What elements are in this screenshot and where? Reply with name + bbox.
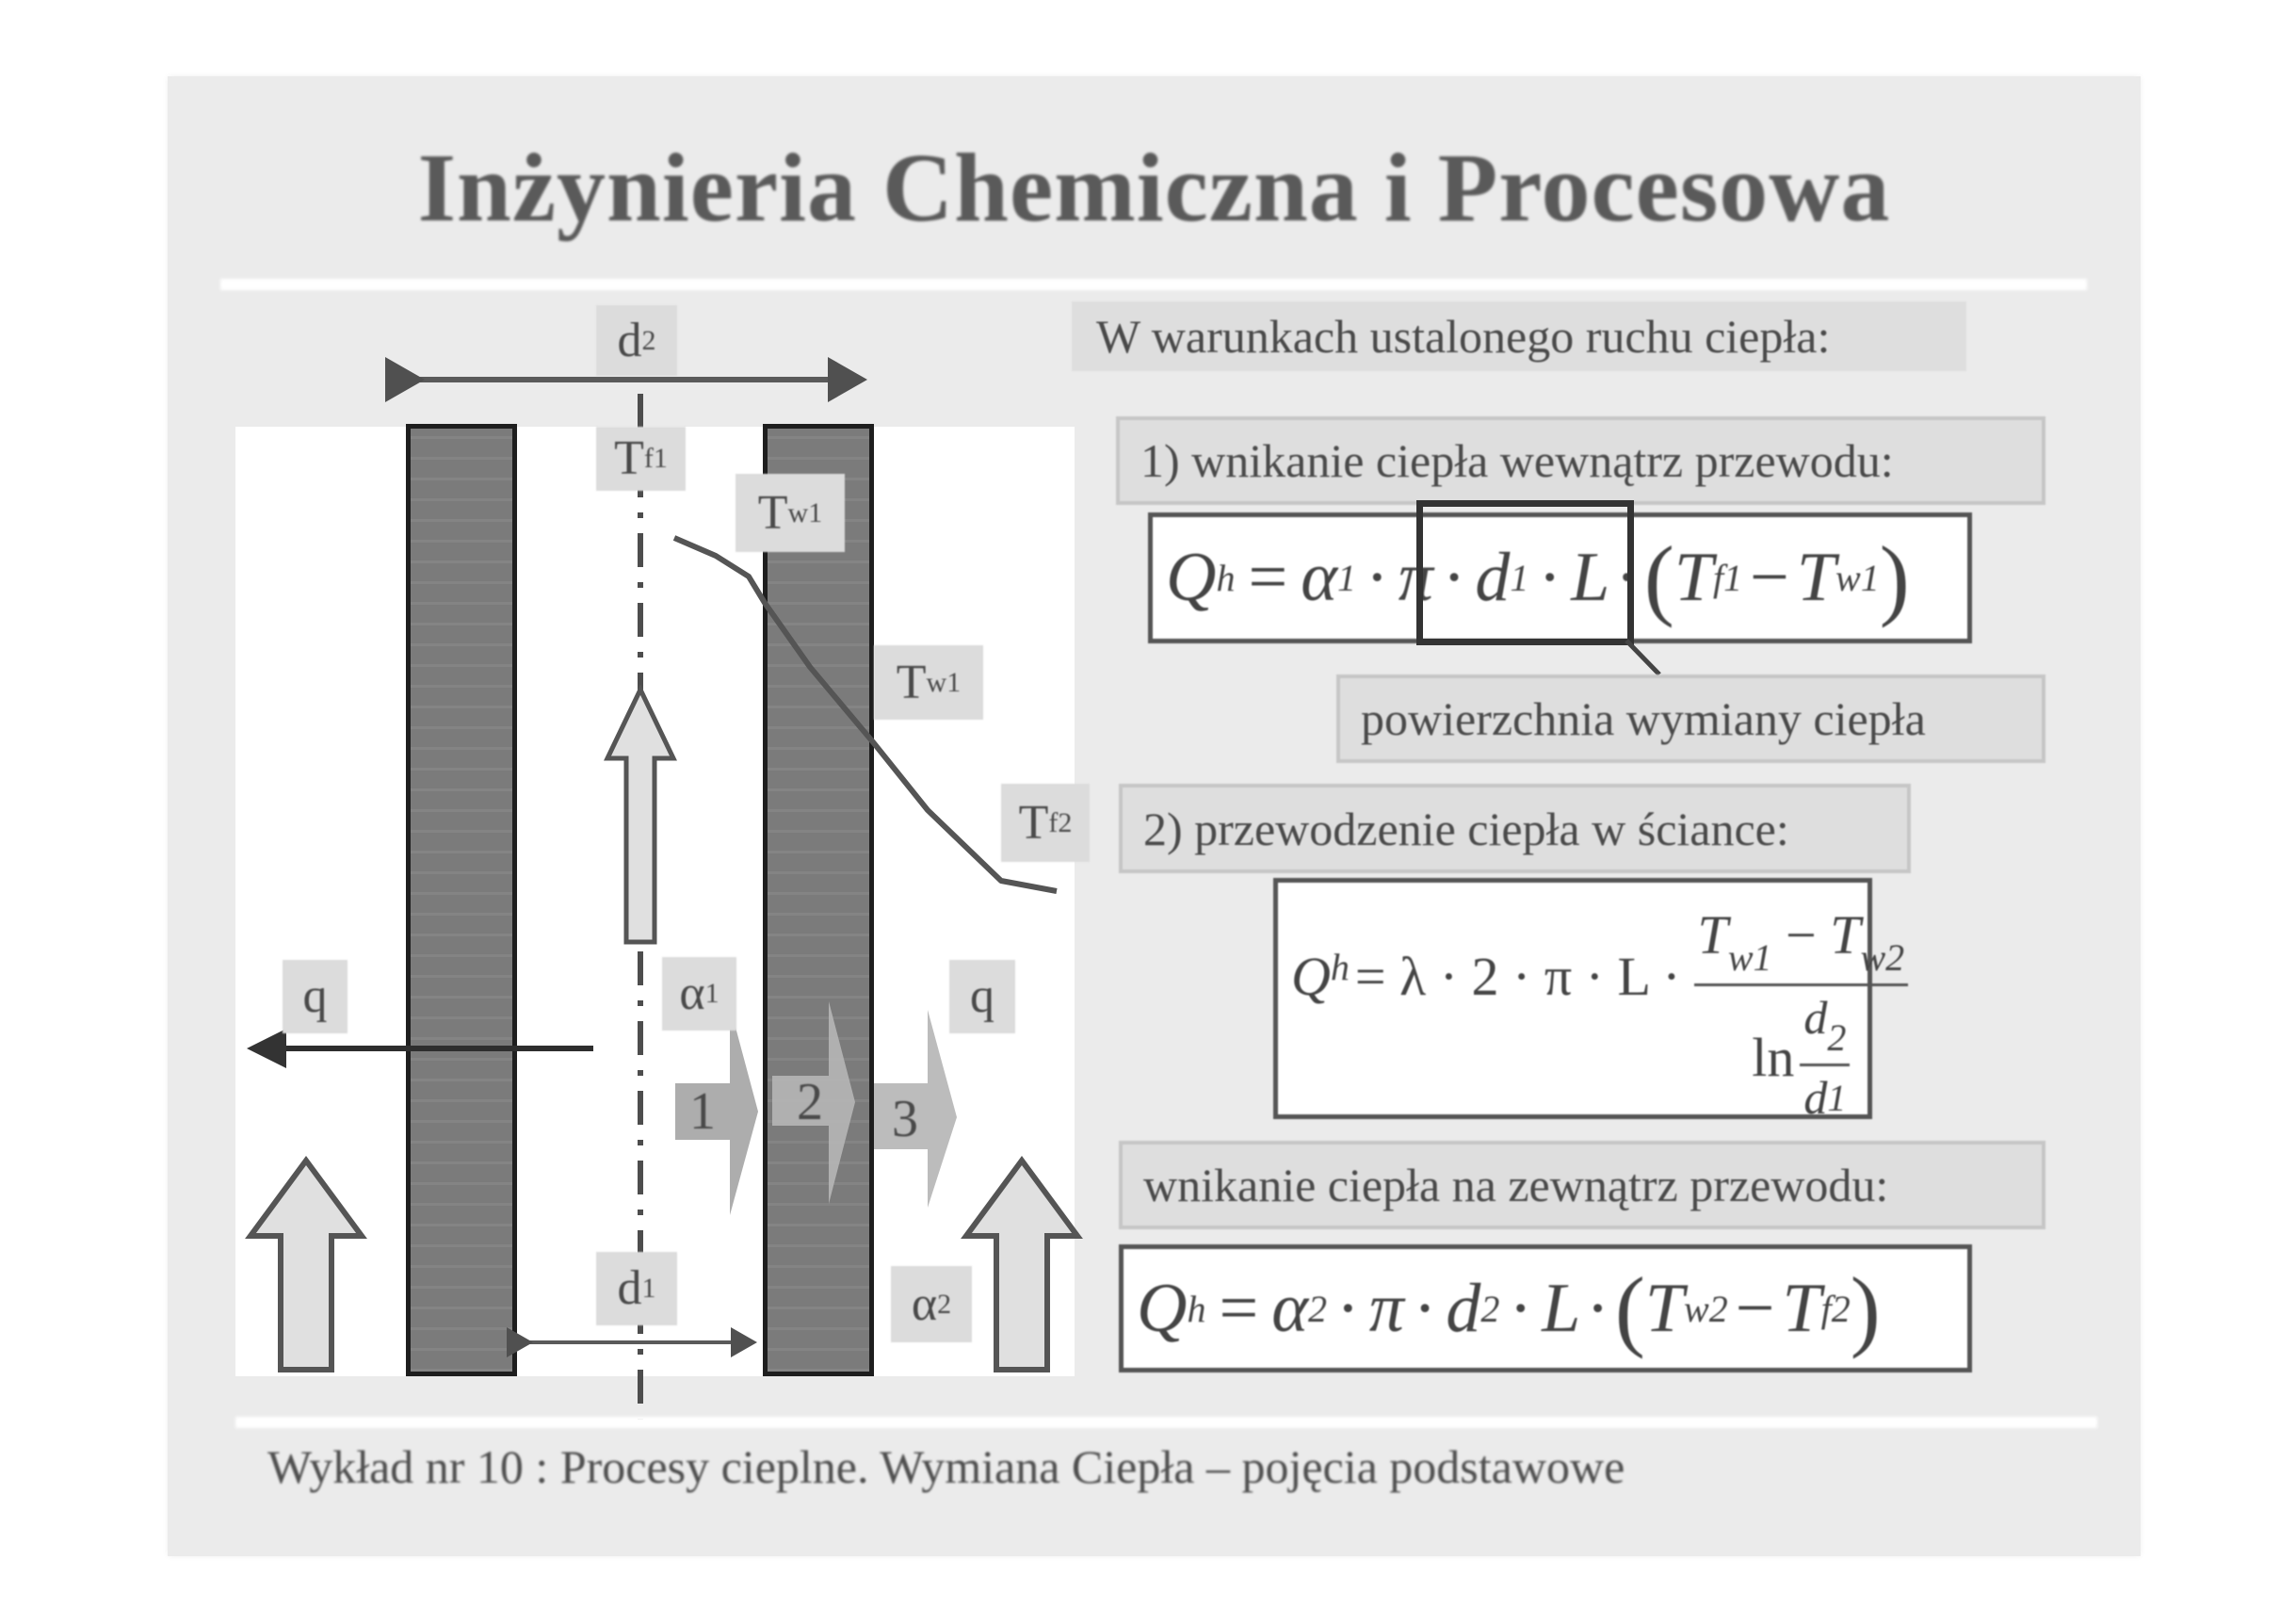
bottom-divider xyxy=(235,1417,2097,1428)
inner-flow-up-arrow xyxy=(604,684,677,945)
heat-transfer-area-callout: powierzchnia wymiany ciepła xyxy=(1336,674,2045,763)
slide-title: Inżynieria Chemiczna i Procesowa xyxy=(417,134,1891,242)
outer-flow-up-arrow-right xyxy=(961,1155,1083,1372)
heat-transfer-area-highlight xyxy=(1416,500,1634,645)
slide-footer: Wykład nr 10 : Procesy cieplne. Wymiana … xyxy=(267,1440,1625,1493)
section2-heading: 2) przewodzenie ciepła w ściance: xyxy=(1119,784,1911,873)
temperature-profile-curve xyxy=(672,535,1058,894)
pipe-wall-right xyxy=(763,424,874,1376)
label-q-right: q xyxy=(949,960,1015,1033)
outer-flow-up-arrow-left xyxy=(245,1155,367,1372)
intro-text: W warunkach ustalonego ruchu ciepła: xyxy=(1072,301,1966,371)
pipe-wall-left xyxy=(406,424,517,1376)
top-divider xyxy=(220,279,2087,290)
step-label-2: 2 xyxy=(797,1073,823,1131)
step-arrow-2 xyxy=(772,1001,855,1204)
section3-heading: wnikanie ciepła na zewnątrz przewodu: xyxy=(1119,1141,2045,1229)
step-arrow-3 xyxy=(874,1010,957,1208)
label-q-left: q xyxy=(283,960,348,1033)
section1-heading: 1) wnikanie ciepła wewnątrz przewodu: xyxy=(1116,416,2045,505)
step-arrow-1 xyxy=(675,1006,758,1215)
step-label-1: 1 xyxy=(689,1082,716,1141)
step-label-3: 3 xyxy=(892,1090,918,1148)
